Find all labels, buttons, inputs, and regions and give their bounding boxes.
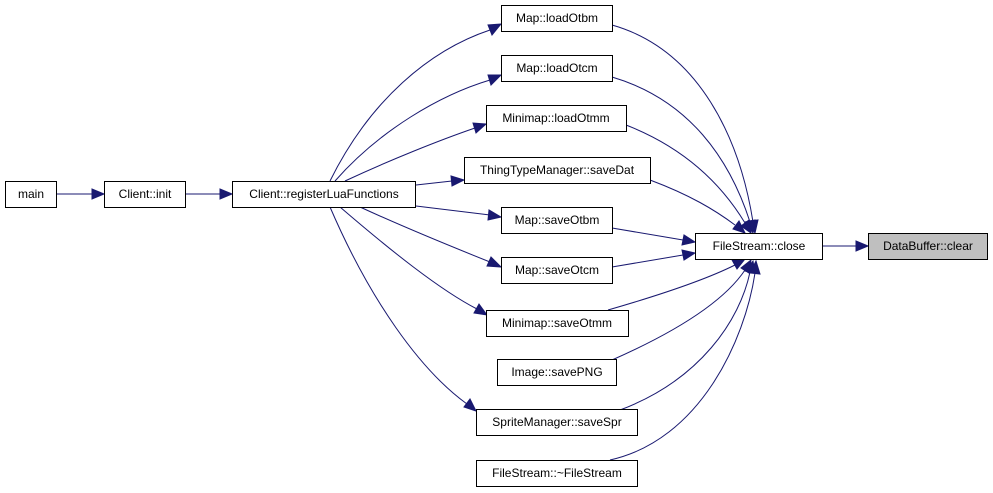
edge-destructor-to-close [609, 272, 756, 461]
node-label: FileStream::close [713, 239, 806, 253]
edge-arrowhead [855, 240, 870, 252]
edge-arrowhead [486, 256, 503, 268]
node-label: SpriteManager::saveSpr [492, 415, 621, 429]
node-image-save-png[interactable]: Image::savePNG [497, 359, 617, 386]
edge-register-to-save-otbm [415, 205, 491, 216]
node-client-init[interactable]: Client::init [104, 181, 186, 208]
node-thing-type-manager-save-dat[interactable]: ThingTypeManager::saveDat [464, 157, 651, 184]
node-label: Minimap::loadOtmm [502, 111, 609, 125]
node-label: Map::saveOtbm [515, 213, 600, 227]
edge-arrowhead [749, 259, 761, 275]
node-label: Minimap::saveOtmm [502, 316, 612, 330]
edge-register-to-save-dat [415, 180, 453, 186]
node-label: DataBuffer::clear [883, 239, 973, 253]
node-highlight [868, 233, 988, 260]
node-label: main [18, 187, 44, 201]
edge-save-dat-to-close [649, 179, 736, 226]
node-map-save-otcm[interactable]: Map::saveOtcm [501, 257, 613, 284]
edge-arrowhead [463, 398, 477, 412]
edge-save-spr-to-close [619, 271, 751, 411]
edge-load-otbm-to-close [611, 24, 754, 223]
node-databuffer-clear[interactable]: DataBuffer::clear [868, 233, 988, 260]
node-main[interactable]: main [5, 181, 57, 208]
node-filestream-close[interactable]: FileStream::close [695, 233, 823, 260]
node-minimap-save-otmm[interactable]: Minimap::saveOtmm [486, 310, 629, 337]
edge-register-to-save-spr [329, 206, 468, 405]
edge-save-png-to-close [611, 269, 746, 361]
edges [56, 23, 870, 461]
node-label: Image::savePNG [511, 365, 602, 379]
edge-load-otcm-to-close [611, 76, 751, 223]
nodes: main Client::init Client::registerLuaFun… [5, 5, 988, 487]
node-register-lua-functions[interactable]: Client::registerLuaFunctions [232, 181, 416, 208]
edge-arrowhead [487, 23, 503, 36]
node-label: FileStream::~FileStream [492, 466, 622, 480]
edge-load-otmm-to-close [625, 124, 746, 224]
edge-arrowhead [740, 219, 752, 235]
node-filestream-destructor[interactable]: FileStream::~FileStream [476, 460, 638, 487]
edge-arrowhead [473, 303, 489, 316]
node-label: ThingTypeManager::saveDat [480, 163, 635, 177]
edge-save-otmm-to-close [607, 264, 736, 311]
edge-arrowhead [681, 234, 697, 246]
node-map-save-otbm[interactable]: Map::saveOtbm [501, 207, 613, 234]
edge-register-to-load-otbm [329, 29, 491, 182]
node-label: Map::loadOtbm [516, 11, 598, 25]
edge-arrowhead [472, 122, 488, 134]
edge-arrowhead [219, 188, 234, 200]
node-minimap-load-otmm[interactable]: Minimap::loadOtmm [486, 105, 627, 132]
edge-register-to-load-otcm [334, 79, 491, 182]
edge-arrowhead [487, 209, 503, 221]
edge-save-otcm-to-close [611, 254, 684, 268]
edge-register-to-load-otmm [344, 127, 476, 182]
node-sprite-manager-save-spr[interactable]: SpriteManager::saveSpr [476, 409, 638, 436]
node-label: Map::saveOtcm [515, 263, 599, 277]
edge-save-otbm-to-close [611, 227, 684, 241]
edge-arrowhead [487, 74, 503, 86]
node-label: Client::registerLuaFunctions [249, 187, 398, 201]
node-map-load-otcm[interactable]: Map::loadOtcm [501, 55, 613, 82]
node-label: Map::loadOtcm [516, 61, 597, 75]
edge-arrowhead [450, 175, 466, 187]
edge-register-to-save-otmm [339, 206, 478, 310]
edge-arrowhead [91, 188, 106, 200]
edge-arrowhead [681, 249, 697, 261]
edge-arrowhead [732, 220, 746, 234]
node-map-load-otbm[interactable]: Map::loadOtbm [501, 5, 613, 32]
node-label: Client::init [119, 187, 172, 201]
edge-register-to-save-otcm [359, 206, 491, 263]
